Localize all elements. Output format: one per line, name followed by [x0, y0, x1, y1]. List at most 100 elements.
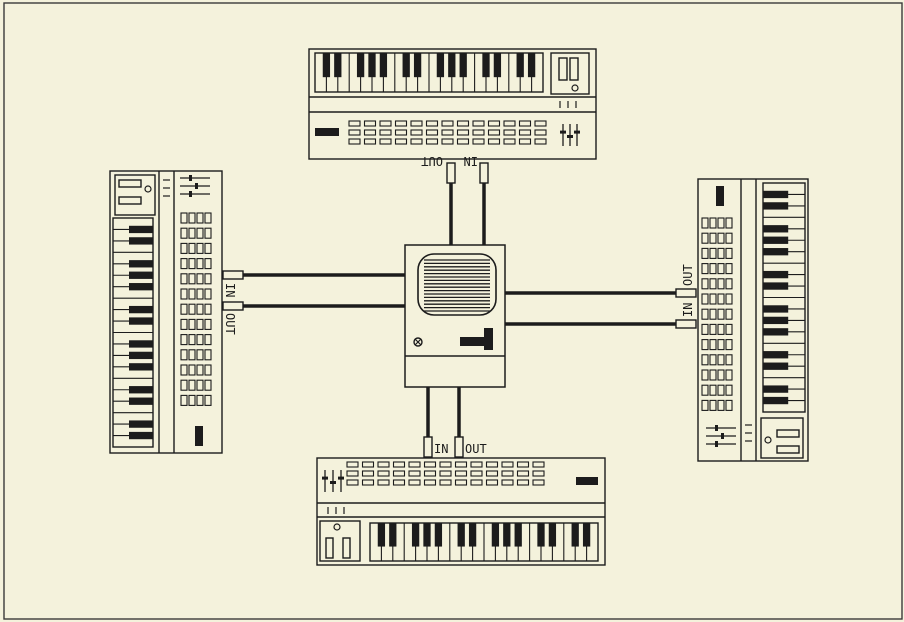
- slot: [118, 196, 142, 205]
- button-cell: [717, 217, 725, 229]
- black-key: [377, 523, 386, 547]
- button-cell: [518, 129, 532, 136]
- button-cell: [363, 138, 377, 145]
- black-key: [763, 236, 789, 244]
- button-cell: [188, 258, 196, 270]
- black-key: [411, 523, 420, 547]
- button-cell: [180, 334, 188, 346]
- button-cell: [180, 288, 188, 300]
- button-cell: [425, 129, 439, 136]
- black-key: [322, 53, 331, 78]
- black-key: [468, 523, 477, 547]
- button-cell: [188, 379, 196, 391]
- slot-icon: [460, 337, 490, 346]
- button-cell: [717, 369, 725, 381]
- button-cell: [709, 217, 717, 229]
- button-cell: [709, 323, 717, 335]
- button-cell: [709, 263, 717, 275]
- button-cell: [204, 364, 212, 376]
- midi-cables: [243, 182, 676, 438]
- button-cell: [701, 232, 709, 244]
- black-key: [368, 53, 376, 78]
- button-cell: [410, 138, 423, 145]
- button-cell: [180, 242, 188, 254]
- button-cell: [377, 479, 390, 486]
- slot: [776, 429, 800, 438]
- button-cell: [487, 138, 501, 145]
- button-cell: [456, 129, 470, 136]
- black-key: [763, 248, 789, 256]
- button-cell: [725, 384, 733, 396]
- slot: [325, 537, 334, 559]
- slot: [776, 445, 800, 454]
- black-key: [763, 202, 789, 210]
- button-cell: [516, 470, 530, 477]
- fader-knob: [322, 476, 328, 480]
- button-cell: [709, 399, 717, 411]
- button-grid: [701, 217, 733, 411]
- fader-knob: [560, 130, 566, 134]
- button-cell: [196, 242, 204, 254]
- button-cell: [204, 318, 212, 330]
- button-cell: [180, 349, 188, 361]
- fader-knob: [715, 425, 718, 431]
- black-key: [763, 351, 789, 359]
- button-cell: [204, 273, 212, 285]
- button-cell: [701, 399, 709, 411]
- button-cell: [361, 461, 375, 468]
- faders: [560, 124, 580, 146]
- button-cell: [204, 258, 212, 270]
- port-label-top-out: OUT: [421, 154, 443, 168]
- button-cell: [363, 120, 377, 127]
- button-cell: [196, 288, 204, 300]
- button-cell: [196, 349, 204, 361]
- button-cell: [204, 334, 212, 346]
- button-cell: [709, 278, 717, 290]
- button-cell: [709, 308, 717, 320]
- button-cell: [180, 273, 188, 285]
- black-key: [436, 53, 445, 78]
- button-cell: [701, 278, 709, 290]
- button-cell: [204, 212, 212, 224]
- button-cell: [717, 293, 725, 305]
- black-key: [457, 523, 465, 547]
- button-cell: [180, 394, 188, 406]
- button-cell: [361, 479, 375, 486]
- button-cell: [188, 364, 196, 376]
- black-key: [763, 385, 789, 393]
- button-cell: [423, 461, 437, 468]
- black-key: [129, 283, 153, 291]
- button-cell: [346, 461, 359, 468]
- button-cell: [485, 461, 499, 468]
- button-cell: [196, 379, 204, 391]
- button-cell: [709, 354, 717, 366]
- button-cell: [196, 227, 204, 239]
- button-cell: [725, 217, 733, 229]
- button-cell: [701, 308, 709, 320]
- faders: [706, 425, 736, 447]
- black-key: [389, 523, 397, 547]
- power-led-icon: [413, 337, 423, 347]
- button-cell: [725, 263, 733, 275]
- button-cell: [485, 470, 499, 477]
- slot: [342, 537, 351, 559]
- keyboard: [762, 182, 806, 413]
- button-cell: [204, 227, 212, 239]
- midi-interface-box: [404, 244, 506, 388]
- black-key: [763, 225, 789, 233]
- button-cell: [456, 138, 470, 145]
- black-key: [402, 53, 410, 78]
- button-cell: [701, 354, 709, 366]
- button-cell: [487, 120, 501, 127]
- button-cell: [516, 479, 530, 486]
- button-cell: [709, 232, 717, 244]
- button-cell: [456, 120, 470, 127]
- connector-right-out: [675, 288, 697, 298]
- button-cell: [425, 120, 439, 127]
- button-cell: [188, 318, 196, 330]
- slot: [569, 57, 579, 81]
- keyboard: [112, 217, 154, 448]
- button-cell: [717, 247, 725, 259]
- button-cell: [379, 120, 392, 127]
- black-key: [129, 237, 153, 245]
